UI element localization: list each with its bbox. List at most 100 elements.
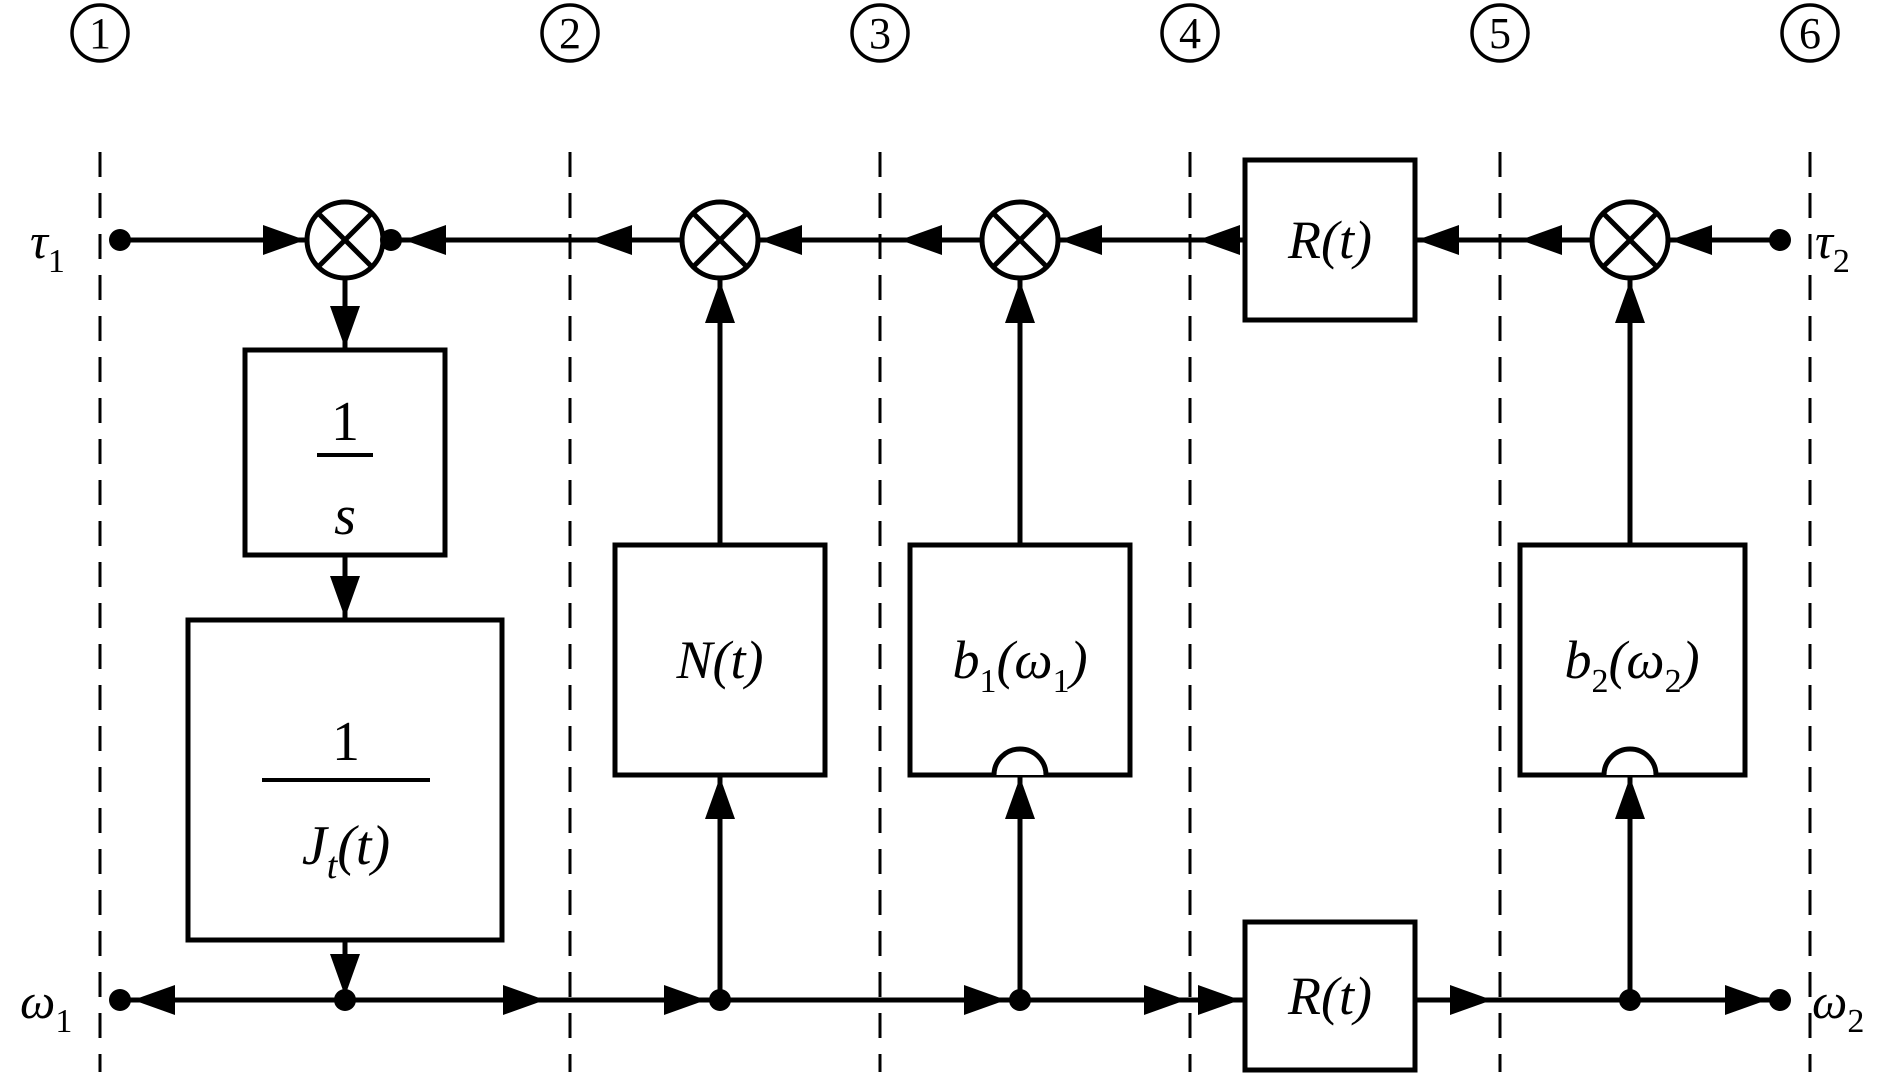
tau2-label-sub: 2: [1833, 243, 1850, 280]
arrowhead-into-rtop: [1417, 225, 1459, 255]
rbottom-block-label: R(t): [1287, 966, 1372, 1026]
rtop-block-box: [1242, 157, 1418, 323]
arrowhead-b2-into-mult4: [1615, 281, 1645, 323]
b2-label-close: ): [1679, 630, 1700, 690]
b1-label-base: b: [952, 630, 979, 690]
arrowhead-into-omega2: [1725, 985, 1767, 1015]
arrowhead-into-b1-junction: [964, 985, 1006, 1015]
junction-dot-b2: [1619, 989, 1641, 1011]
inertia-den-base: J: [302, 815, 330, 877]
arrowhead-into-friction-block: [705, 777, 735, 819]
omega1-label-sub: 1: [55, 1003, 72, 1040]
arrowhead-into-rbottom: [1198, 985, 1240, 1015]
tau1-label-base: τ: [30, 213, 50, 269]
junction-dot-b1: [1009, 989, 1031, 1011]
multiplier-2: [679, 199, 761, 281]
omega2-label: ω2: [1812, 973, 1864, 1040]
inertia-den-rest: (t): [337, 815, 390, 877]
inertia-den-sub: t: [327, 845, 339, 887]
multiplier-1: [304, 199, 386, 281]
multiplier-3: [979, 199, 1061, 281]
tau2-label: τ2: [1815, 213, 1850, 280]
b2-label-sub: 2: [1591, 663, 1608, 700]
b1-bottom-arc: [991, 746, 1049, 776]
arrowhead-into-mult1-right: [404, 225, 446, 255]
tau1-label-sub: 1: [48, 243, 65, 280]
lane-number-6-label: 6: [1799, 9, 1821, 58]
inertia-denominator: Jt(t): [302, 815, 390, 887]
lane-number-5-circle: [1470, 3, 1530, 63]
b1-label-sub: 1: [979, 663, 996, 700]
b2-label-base: b: [1564, 630, 1591, 690]
integrator-denominator: s: [334, 485, 356, 547]
lane-number-4: 4: [1160, 3, 1220, 63]
node-dot-omega2: [1769, 989, 1791, 1011]
b2-label-arg-sub: 2: [1665, 663, 1682, 700]
lane-number-2-label: 2: [559, 9, 581, 58]
lane-number-2: 2: [540, 3, 600, 63]
lane-number-5-label: 5: [1489, 9, 1511, 58]
arrowhead-tau1-into-mult1: [263, 225, 305, 255]
lane-number-5: 5: [1470, 3, 1530, 63]
arrowhead-into-omega1: [133, 985, 175, 1015]
b2-block-box: [1517, 542, 1748, 778]
lane-number-3: 3: [850, 3, 910, 63]
omega1-label-base: ω: [20, 973, 55, 1029]
friction-block-label: N(t): [676, 630, 764, 690]
b1-block-label: b1(ω1): [952, 630, 1087, 700]
multiplier-4-cross-b: [1602, 212, 1658, 268]
arrowhead-into-mult3: [1060, 225, 1102, 255]
lane-number-1-circle: [70, 3, 130, 63]
arrowhead-top-lane5: [1520, 225, 1562, 255]
integrator-numerator: 1: [331, 391, 359, 453]
arrowhead-into-integrator: [330, 306, 360, 348]
arrowhead-into-inertia: [330, 576, 360, 618]
b2-label-arg: (ω: [1608, 630, 1664, 690]
multiplier-1-cross-b: [317, 212, 373, 268]
lane-number-4-circle: [1160, 3, 1220, 63]
b1-label-arg-sub: 1: [1053, 663, 1070, 700]
omega2-label-sub: 2: [1847, 1003, 1864, 1040]
node-dot-mult1-output: [380, 229, 402, 251]
multiplier-4: [1589, 199, 1671, 281]
lane-number-6: 6: [1780, 3, 1840, 63]
multiplier-3-cross-b: [992, 212, 1048, 268]
b1-label-close: ): [1067, 630, 1088, 690]
lane-number-1: 1: [70, 3, 130, 63]
rbottom-block-box: [1242, 919, 1418, 1073]
tau1-label: τ1: [30, 213, 65, 280]
node-dot-omega1: [109, 989, 131, 1011]
node-dot-tau1: [109, 229, 131, 251]
b1-block-box: [907, 542, 1133, 778]
friction-block-box: [612, 542, 828, 778]
arrowhead-out-of-rbottom: [1450, 985, 1492, 1015]
b1-label-arg: (ω: [996, 630, 1052, 690]
arrowhead-into-b1-block: [1005, 777, 1035, 819]
arrowhead-into-mult2: [760, 225, 802, 255]
arrowhead-inertia-to-speedline: [330, 954, 360, 996]
junction-dot-friction: [709, 989, 731, 1011]
b2-block-label: b2(ω2): [1564, 630, 1699, 700]
rtop-block-label: R(t): [1287, 210, 1372, 270]
arrowhead-into-friction-junction: [664, 985, 706, 1015]
junction-dot-inertia: [334, 989, 356, 1011]
lane-number-6-circle: [1780, 3, 1840, 63]
arrowhead-top-lane2: [590, 225, 632, 255]
lane-number-3-circle: [850, 3, 910, 63]
arrowhead-b1-into-mult3: [1005, 281, 1035, 323]
arrowhead-bottom-lane2: [503, 985, 545, 1015]
node-dot-tau2: [1769, 229, 1791, 251]
arrowhead-top-lane4: [1198, 225, 1240, 255]
lane-number-1-label: 1: [89, 9, 111, 58]
lane-number-3-label: 3: [869, 9, 891, 58]
arrowhead-bottom-lane4: [1144, 985, 1186, 1015]
arrowhead-top-lane3: [900, 225, 942, 255]
b2-bottom-arc: [1601, 746, 1659, 776]
arrowhead-into-mult4: [1670, 225, 1712, 255]
multiplier-2-cross-b: [692, 212, 748, 268]
omega1-label: ω1: [20, 973, 72, 1040]
tau2-label-base: τ: [1815, 213, 1835, 269]
omega2-label-base: ω: [1812, 973, 1847, 1029]
